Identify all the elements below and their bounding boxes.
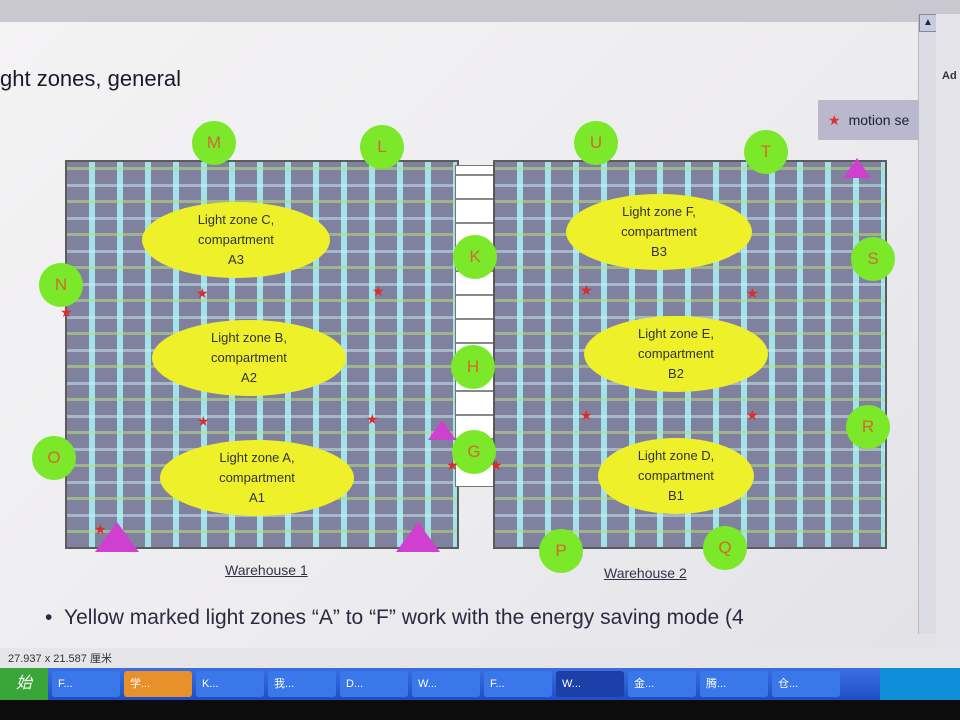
slide-title: ght zones, general	[0, 66, 182, 91]
bullet-text: • Yellow marked light zones “A” to “F” w…	[45, 606, 744, 629]
screen: ght zones, general ★ motion se Light zone…	[0, 0, 960, 668]
motion-sensor-star-icon: ★	[366, 411, 379, 427]
taskbar: 始 F... 学... K... 我... D... W... F... W..…	[0, 668, 960, 700]
marker-u: U	[574, 121, 618, 165]
taskbar-item[interactable]: W...	[556, 671, 624, 697]
taskbar-item[interactable]: D...	[340, 671, 408, 697]
warehouse-1-caption: Warehouse 1	[225, 562, 308, 578]
window-top-bar	[0, 0, 960, 22]
triangle-icon	[95, 522, 139, 552]
marker-p: P	[539, 529, 583, 573]
marker-n: N	[39, 263, 83, 307]
motion-sensor-star-icon: ★	[196, 285, 209, 301]
marker-q: Q	[703, 526, 747, 570]
taskbar-item[interactable]: K...	[196, 671, 264, 697]
taskbar-item[interactable]: W...	[412, 671, 480, 697]
start-button[interactable]: 始	[0, 668, 48, 700]
taskbar-item[interactable]: 腾...	[700, 671, 768, 697]
marker-h: H	[451, 345, 495, 389]
scroll-up-icon[interactable]: ▲	[919, 14, 937, 32]
motion-sensor-star-icon: ★	[446, 457, 459, 473]
motion-sensor-star-icon: ★	[580, 282, 593, 298]
motion-sensor-star-icon: ★	[490, 457, 503, 473]
motion-sensor-star-icon: ★	[746, 285, 759, 301]
marker-k: K	[453, 235, 497, 279]
page-size: 27.937 x 21.587 厘米	[8, 653, 112, 665]
marker-l: L	[360, 125, 404, 169]
taskbar-item[interactable]: F...	[52, 671, 120, 697]
motion-sensor-star-icon: ★	[580, 407, 593, 423]
status-bar: 27.937 x 21.587 厘米	[0, 648, 960, 668]
warehouse-2-caption: Warehouse 2	[604, 565, 687, 581]
taskbar-item[interactable]: 金...	[628, 671, 696, 697]
side-pane-heading: Ad	[942, 70, 957, 82]
legend-label: motion se	[848, 112, 910, 128]
bullet-line: Yellow marked light zones “A” to “F” wor…	[64, 606, 744, 629]
marker-m: M	[192, 121, 236, 165]
taskbar-item[interactable]: 我...	[268, 671, 336, 697]
taskbar-item[interactable]: 学...	[124, 671, 192, 697]
triangle-icon	[843, 158, 871, 178]
triangle-icon	[396, 522, 440, 552]
side-pane: Ad	[936, 14, 960, 654]
motion-sensor-star-icon: ★	[197, 413, 210, 429]
marker-t: T	[744, 130, 788, 174]
triangle-icon	[428, 420, 456, 440]
taskbar-item[interactable]: F...	[484, 671, 552, 697]
marker-o: O	[32, 436, 76, 480]
vertical-scrollbar[interactable]: ▲	[918, 14, 937, 634]
system-tray	[880, 668, 960, 700]
motion-sensor-star-icon: ★	[372, 283, 385, 299]
motion-sensor-star-icon: ★	[746, 407, 759, 423]
taskbar-item[interactable]: 仓...	[772, 671, 840, 697]
star-icon: ★	[828, 111, 841, 128]
motion-sensor-star-icon: ★	[60, 304, 73, 320]
marker-g: G	[452, 430, 496, 474]
monitor-bezel	[0, 700, 960, 720]
marker-s: S	[851, 237, 895, 281]
marker-r: R	[846, 405, 890, 449]
